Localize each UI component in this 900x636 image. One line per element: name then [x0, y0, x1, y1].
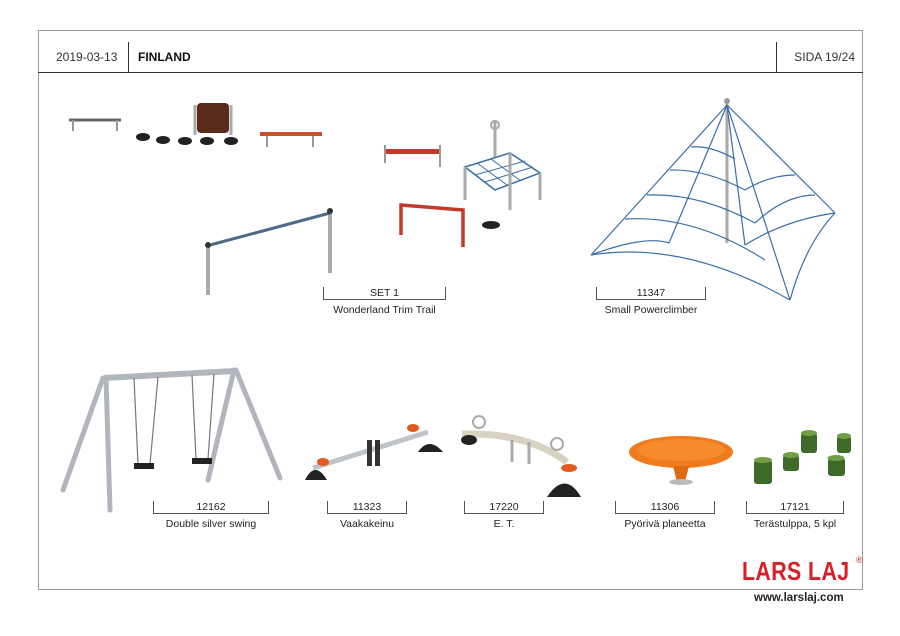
- et-rocker-image: [461, 415, 581, 497]
- product-code: 12162: [196, 501, 226, 513]
- header-page-number: SIDA 19/24: [794, 50, 855, 64]
- rotating-planet-image: [629, 436, 733, 485]
- product-caption-seesaw: 11323 Vaakakeinu: [327, 501, 407, 530]
- caption-bracket: [327, 501, 407, 514]
- product-code: SET 1: [370, 287, 399, 299]
- caption-bracket: [464, 501, 544, 514]
- double-swing-image: [60, 367, 283, 513]
- product-name: Vaakakeinu: [339, 518, 395, 530]
- product-caption-rotating-planet: 11306 Pyörivä planeetta: [615, 501, 715, 530]
- caption-bracket: [596, 287, 706, 300]
- steel-posts-image: [754, 430, 851, 484]
- product-code: 11323: [352, 501, 382, 513]
- product-code: 11347: [636, 287, 666, 299]
- caption-bracket: [153, 501, 269, 514]
- brand-logo: LARS LAJ: [742, 556, 850, 586]
- product-code: 11306: [650, 501, 680, 513]
- header-separator: [128, 42, 129, 72]
- product-name: Terästulppa, 5 kpl: [753, 518, 837, 530]
- caption-bracket: [615, 501, 715, 514]
- product-name: Wonderland Trim Trail: [333, 304, 436, 316]
- brand-website: www.larslaj.com: [754, 592, 844, 604]
- product-name: E. T.: [493, 518, 515, 530]
- powerclimber-image: [590, 98, 836, 301]
- caption-bracket: [746, 501, 844, 514]
- product-name: Double silver swing: [165, 518, 257, 530]
- product-name: Pyörivä planeetta: [624, 518, 706, 530]
- header-date: 2019-03-13: [56, 50, 118, 64]
- product-caption-powerclimber: 11347 Small Powerclimber: [596, 287, 706, 316]
- product-caption-et: 17220 E. T.: [464, 501, 544, 530]
- product-name: Small Powerclimber: [604, 304, 698, 316]
- product-caption-double-swing: 12162 Double silver swing: [153, 501, 269, 530]
- registered-mark: ®: [856, 555, 863, 565]
- seesaw-image: [305, 424, 443, 480]
- product-code: 17220: [489, 501, 519, 513]
- trim-trail-image: [69, 103, 542, 295]
- product-caption-steel-posts: 17121 Terästulppa, 5 kpl: [746, 501, 844, 530]
- product-code: 17121: [780, 501, 810, 513]
- header-country: FINLAND: [138, 50, 191, 64]
- header-separator: [776, 42, 777, 72]
- caption-bracket: [323, 287, 446, 300]
- page-header: 2019-03-13 FINLAND SIDA 19/24: [38, 42, 863, 72]
- header-divider: [38, 72, 863, 73]
- product-caption-trim-trail: SET 1 Wonderland Trim Trail: [323, 287, 446, 316]
- page-frame: [38, 30, 863, 590]
